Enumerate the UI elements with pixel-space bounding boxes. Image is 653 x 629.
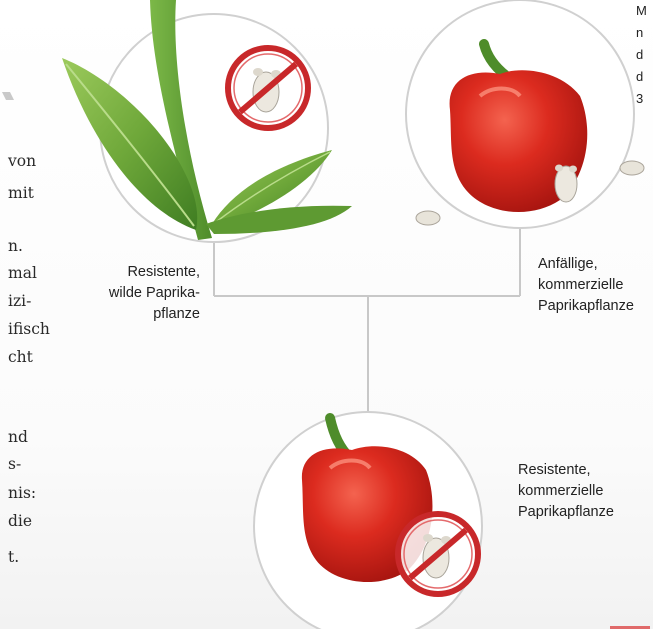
caption-fragment: d — [636, 44, 643, 65]
body-text-fragment: von — [8, 152, 36, 170]
decorative-mark — [2, 92, 14, 100]
body-text-fragment: mit — [8, 184, 34, 202]
prohibition-sign-icon — [228, 48, 308, 128]
caption-fragment: n — [636, 22, 643, 43]
body-text-fragment: n. — [8, 237, 23, 255]
prohibition-sign-icon — [398, 514, 478, 594]
body-text-fragment: ifisch — [8, 320, 50, 338]
connector-lines — [214, 228, 520, 412]
body-text-fragment: mal — [8, 264, 37, 282]
body-text-fragment: s- — [8, 455, 21, 473]
caption-fragment: M — [636, 0, 647, 21]
wild-plant-label: Resistente, wilde Paprika- pflanze — [109, 262, 200, 325]
body-text-fragment: nd — [8, 428, 28, 446]
caption-fragment: 3 — [636, 88, 643, 109]
body-text-fragment: izi- — [8, 292, 31, 310]
body-text-fragment: nis: — [8, 484, 36, 502]
caption-fragment: d — [636, 66, 643, 87]
body-text-fragment: t. — [8, 548, 19, 566]
resistant-pepper-label: Resistente, kommerzielle Paprikapflanze — [518, 460, 614, 523]
body-text-fragment: die — [8, 512, 32, 530]
susceptible-pepper-label: Anfällige, kommerzielle Paprikapflanze — [538, 254, 634, 317]
whitefly-icon — [555, 165, 577, 203]
body-text-fragment: cht — [8, 348, 33, 366]
